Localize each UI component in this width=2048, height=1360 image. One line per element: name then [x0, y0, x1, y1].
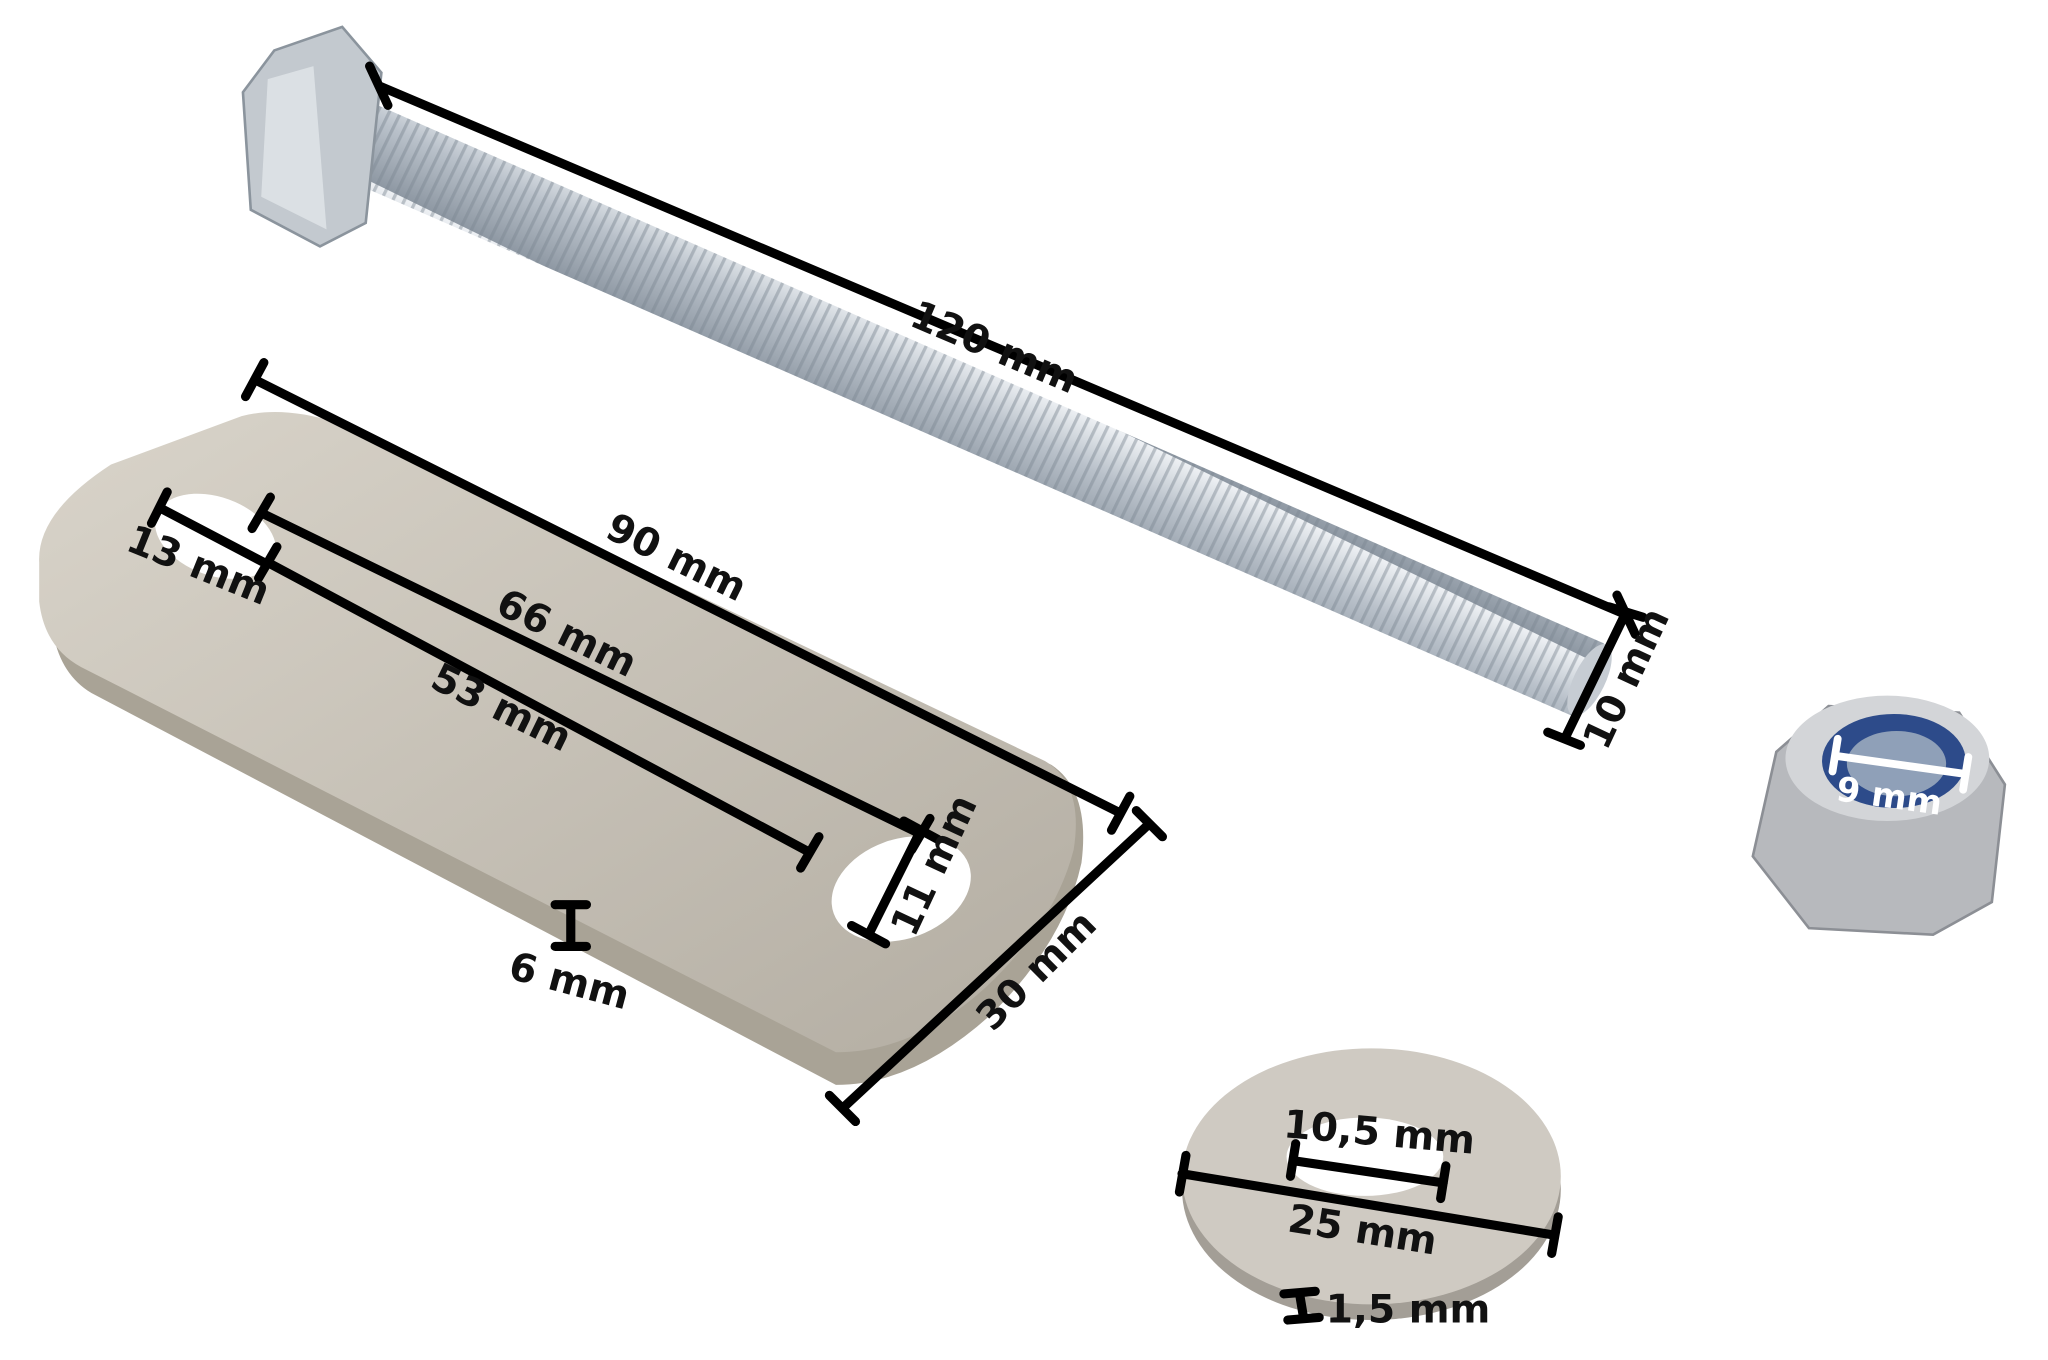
dim-plate-11 [847, 816, 943, 949]
dim-washer-outer [1174, 1150, 1563, 1258]
bolt [241, 25, 1612, 717]
plate-hole-round [831, 836, 971, 942]
dim-plate-length [240, 358, 1135, 835]
bolt-shaft [310, 89, 1604, 717]
label-washer-thickness: 1,5 mm [1326, 1288, 1491, 1333]
bolt-head-face [261, 66, 327, 230]
dim-plate-13 [146, 487, 269, 568]
dim-washer-inner [1285, 1139, 1451, 1204]
dim-plate-thickness [550, 900, 592, 952]
dim-plate-width [824, 806, 1168, 1127]
dim-bolt-diameter [1543, 602, 1648, 750]
lock-nut [1751, 695, 2007, 937]
dim-washer-thickness [1279, 1286, 1324, 1325]
dimension-lines [146, 61, 1973, 1325]
plate-face [39, 411, 1076, 1053]
dim-nut-inner [1828, 734, 1973, 794]
